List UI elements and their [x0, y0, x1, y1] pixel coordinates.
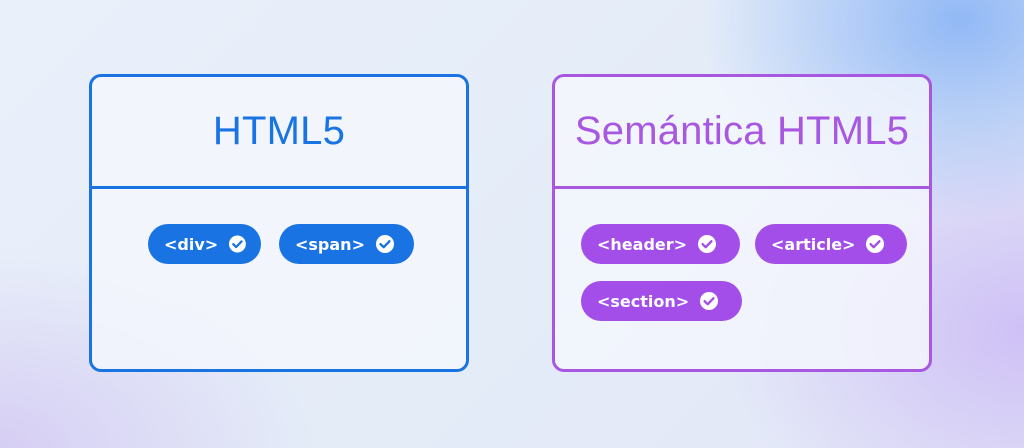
- semantic-html5-card: Semántica HTML5 <header> <article> <sect…: [552, 74, 932, 372]
- tag-span: <span>: [279, 224, 414, 264]
- check-circle-icon: [375, 235, 394, 253]
- tag-label: <header>: [597, 234, 688, 254]
- check-circle-icon: [698, 235, 717, 253]
- tag-article: <article>: [755, 224, 907, 264]
- tag-div: <div>: [148, 224, 261, 264]
- html5-card-title: HTML5: [92, 77, 466, 189]
- check-circle-icon: [866, 235, 885, 253]
- check-circle-icon: [700, 292, 719, 310]
- html5-card: HTML5 <div> <span>: [89, 74, 469, 372]
- tag-label: <div>: [164, 234, 219, 254]
- semantic-html5-card-title: Semántica HTML5: [555, 77, 929, 189]
- tag-label: <article>: [771, 234, 856, 254]
- tag-label: <span>: [295, 234, 365, 254]
- check-circle-icon: [229, 235, 247, 253]
- tag-header: <header>: [581, 224, 740, 264]
- tag-section: <section>: [581, 281, 742, 321]
- tag-label: <section>: [597, 291, 690, 311]
